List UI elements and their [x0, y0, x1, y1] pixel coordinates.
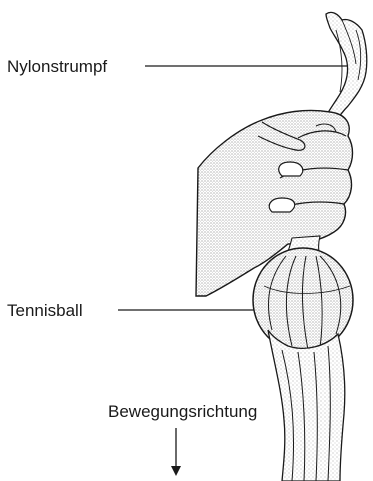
direction-arrow [171, 428, 181, 476]
stocking-tail [268, 330, 345, 481]
movement-direction-label: Bewegungsrichtung [108, 403, 257, 420]
nylon-stocking-label: Nylonstrumpf [7, 58, 107, 75]
tennis-ball-label: Tennisball [7, 302, 83, 319]
stocking-top [322, 12, 367, 124]
